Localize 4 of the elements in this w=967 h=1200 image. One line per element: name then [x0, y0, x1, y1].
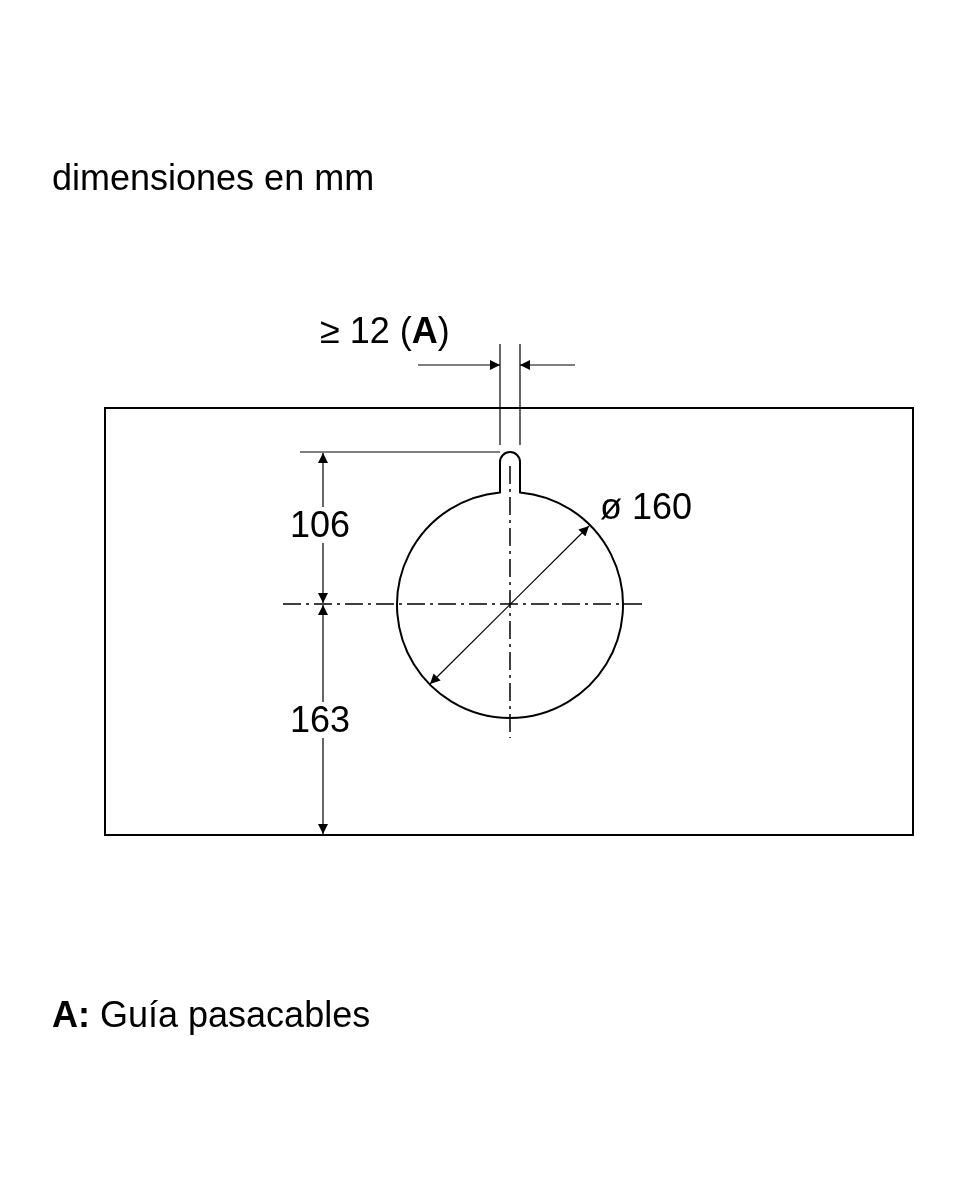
key-note: A: Guía pasacables: [52, 997, 371, 1033]
dimension-label: 106: [290, 507, 351, 543]
dimension-label: ≥ 12 (A): [320, 313, 450, 349]
dimension-label: 163: [290, 702, 351, 738]
